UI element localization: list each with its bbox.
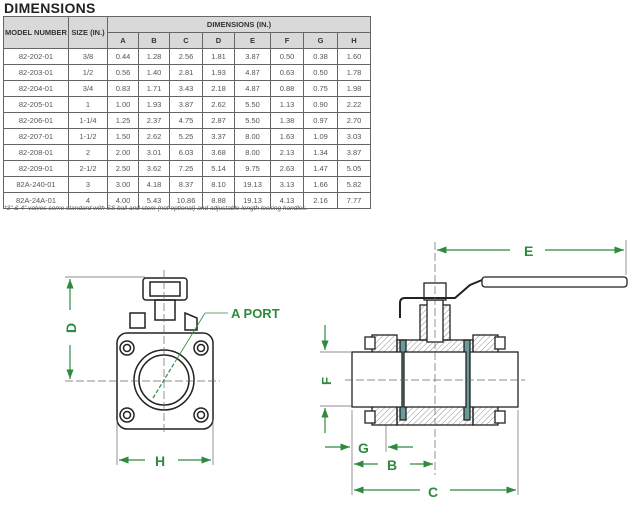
front-view [65, 270, 220, 465]
table-cell: 19.13 [234, 192, 271, 209]
label-e: E [524, 243, 533, 259]
header-col-c: C [169, 32, 203, 49]
footnote: *3" & 4" valves come standard with SS ba… [4, 205, 308, 212]
side-dimensions [321, 246, 624, 494]
table-cell: 7.77 [337, 192, 371, 209]
label-f: F [319, 377, 334, 385]
label-g: G [358, 440, 369, 456]
table-cell: 5.05 [337, 160, 371, 177]
header-size: SIZE (IN.) [68, 16, 108, 49]
dimensions-table: MODEL NUMBER SIZE (IN.) DIMENSIONS (IN.)… [3, 16, 371, 209]
header-col-d: D [202, 32, 235, 49]
label-d: D [63, 323, 79, 333]
side-center-lines [345, 242, 525, 475]
front-dimensions [66, 279, 228, 464]
table-cell: 82A-24A-01 [3, 192, 69, 209]
header-dimensions: DIMENSIONS (IN.) [107, 16, 371, 33]
label-c: C [428, 484, 438, 500]
side-view [351, 276, 628, 426]
page-title: DIMENSIONS [4, 0, 96, 16]
table-cell: 1.78 [337, 64, 371, 81]
header-col-e: E [234, 32, 271, 49]
side-ext-lines [320, 240, 627, 495]
label-b: B [387, 457, 397, 473]
label-a-port: A PORT [231, 306, 280, 321]
label-h: H [155, 453, 165, 469]
header-col-g: G [303, 32, 338, 49]
